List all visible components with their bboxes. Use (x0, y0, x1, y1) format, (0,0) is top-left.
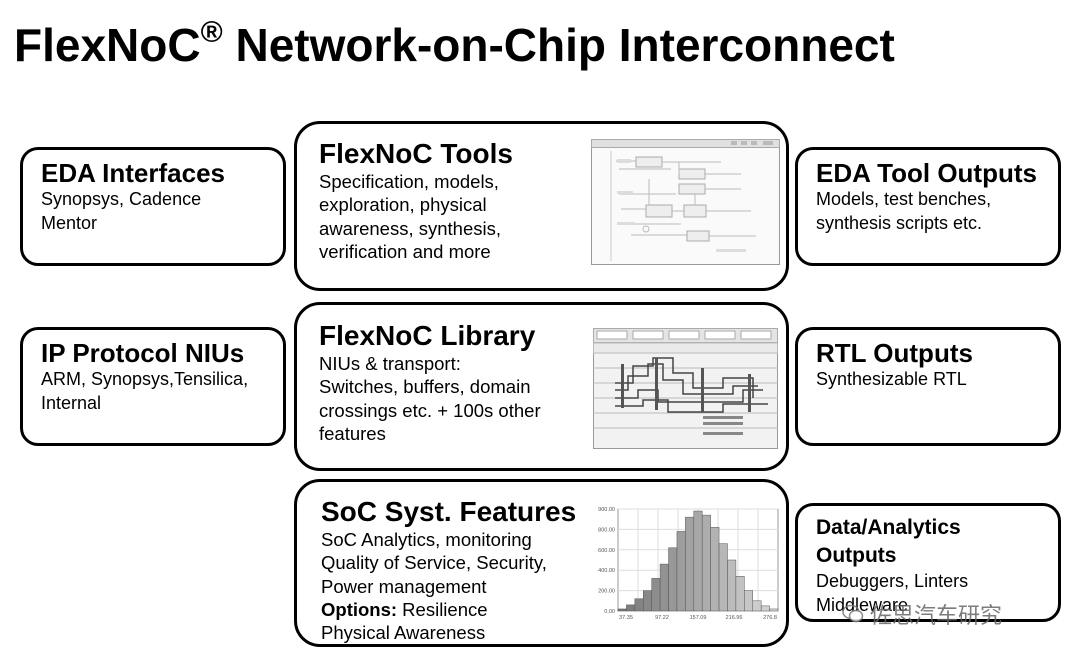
watermark-text: 佐思汽车研究 (870, 603, 1003, 628)
flexnoc-tools-title: FlexNoC Tools (319, 138, 513, 169)
y-tick-label: 600.00 (598, 548, 615, 554)
flexnoc-tools-line-2: exploration, physical (319, 194, 487, 216)
y-tick-label: 900.00 (598, 507, 615, 513)
ip-protocol-nius-line-1: ARM, Synopsys,Tensilica, (41, 369, 249, 389)
wechat-icon (842, 604, 864, 623)
histogram-chart: 900.00 800.00 600.00 400.00 200.00 0.00 37.35 9… (598, 507, 779, 621)
options-label: Options: (321, 598, 398, 620)
x-tick-label: 37.35 (619, 615, 633, 621)
soc-syst-features-title: SoC Syst. Features (321, 496, 577, 527)
soc-features-line-2: Quality of Service, Security, (321, 552, 547, 574)
data-analytics-line-1: Debuggers, Linters (816, 571, 969, 591)
flexnoc-library-line-4: features (319, 422, 386, 444)
eda-tool-outputs-box: EDA Tool Outputs Models, test benches, s… (795, 147, 1061, 266)
histogram-bar (617, 608, 627, 612)
options-rest: Resilience (397, 598, 488, 620)
flexnoc-library-title: FlexNoC Library (319, 320, 536, 351)
histogram-bar (676, 531, 686, 612)
flexnoc-tools-line-3: awareness, synthesis, (319, 217, 502, 239)
histogram-bar (659, 563, 669, 612)
histogram-bar (752, 600, 762, 612)
flexnoc-tools-line-4: verification and more (319, 240, 491, 262)
eda-tool-outputs-line-2: synthesis scripts etc. (816, 212, 983, 233)
histogram-bar (744, 590, 753, 612)
histogram-bar (710, 527, 720, 612)
rtl-outputs-title: RTL Outputs (816, 338, 973, 368)
eda-tool-outputs-line-1: Models, test benches, (816, 189, 992, 209)
flexnoc-library-line-1: NIUs & transport: (319, 353, 461, 374)
eda-interfaces-line-1: Synopsys, Cadence (41, 189, 202, 209)
histogram-bar (634, 598, 644, 612)
soc-features-options: Options: Resilience (321, 598, 786, 621)
x-tick-label: 157.09 (690, 615, 707, 621)
eda-interfaces-title: EDA Interfaces (41, 158, 225, 188)
x-tick-label: 276.8 (763, 615, 777, 621)
histogram-bar (685, 516, 695, 612)
flexnoc-library-line-3: crossings etc. + 100s other (319, 399, 541, 421)
flexnoc-tools-screenshot (591, 139, 780, 265)
soc-features-line-3: Power management (321, 575, 487, 597)
eda-interfaces-line-2: Mentor (41, 212, 98, 233)
histogram-bar (643, 590, 652, 612)
flexnoc-tools-line-1: Specification, models, (319, 171, 499, 192)
ip-protocol-nius-line-2: Internal (41, 392, 102, 413)
data-analytics-line-2: Middleware (816, 594, 909, 615)
y-tick-label: 200.00 (598, 589, 615, 595)
flexnoc-library-line-2: Switches, buffers, domain (319, 376, 531, 398)
rtl-outputs-line-1: Synthesizable RTL (816, 369, 967, 389)
y-tick-label: 400.00 (598, 568, 615, 574)
histogram-bar (760, 605, 770, 612)
histogram-bar (718, 543, 728, 612)
y-tick-label: 0.00 (604, 609, 615, 615)
histogram-bar (693, 510, 703, 612)
eda-tool-outputs-title: EDA Tool Outputs (816, 158, 1037, 188)
soc-features-line-1: SoC Analytics, monitoring (321, 529, 532, 550)
eda-interfaces-box: EDA Interfaces Synopsys, Cadence Mentor (20, 147, 286, 266)
x-tick-label: 97.22 (655, 615, 669, 621)
histogram-bar (668, 547, 678, 612)
ip-protocol-nius-box: IP Protocol NIUs ARM, Synopsys,Tensilica… (20, 327, 286, 446)
rtl-outputs-box: RTL Outputs Synthesizable RTL (795, 327, 1061, 446)
soc-features-last-line: Physical Awareness (321, 622, 486, 644)
page-title: FlexNoC® Network-on-Chip Interconnect (14, 16, 895, 71)
flexnoc-library-screenshot (593, 328, 778, 449)
histogram-bar (769, 608, 779, 612)
ip-protocol-nius-title: IP Protocol NIUs (41, 338, 245, 368)
histogram-bar (735, 576, 745, 612)
y-tick-label: 800.00 (598, 527, 615, 533)
histogram-bar (651, 578, 661, 612)
histogram-bar (727, 559, 737, 612)
watermark: 佐思汽车研究 (842, 598, 1002, 630)
histogram-bar (701, 514, 711, 612)
histogram-bar (626, 604, 636, 612)
x-tick-label: 216.96 (726, 615, 743, 621)
